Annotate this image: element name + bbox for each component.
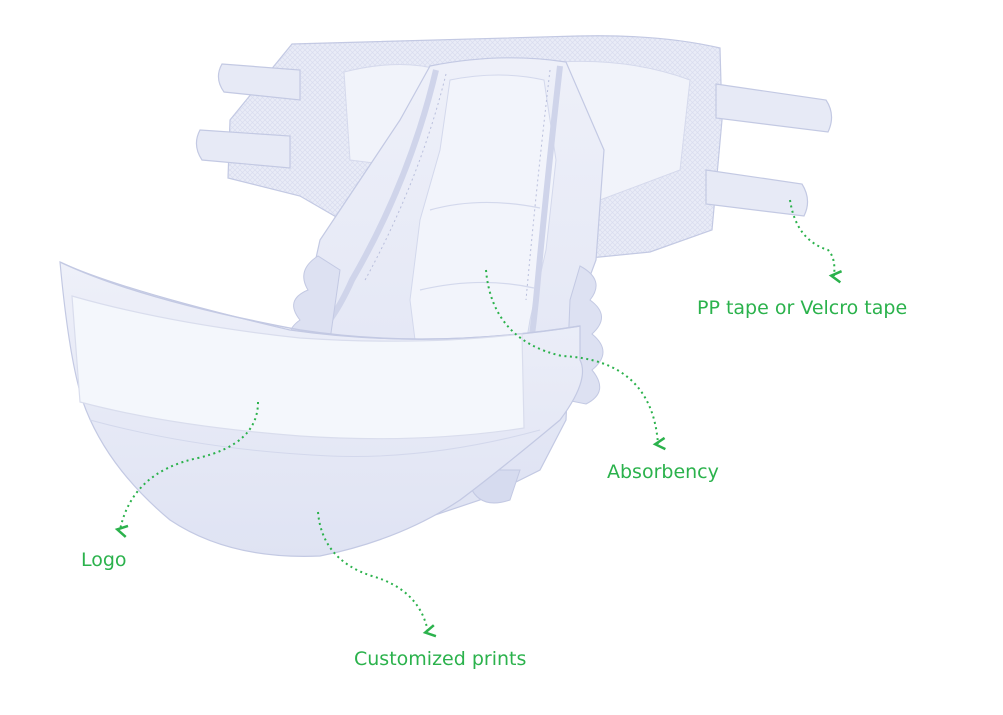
leader-tape [789,199,843,284]
logo-panel [71,295,525,440]
tape-right-bottom [705,169,809,217]
label-logo: Logo [81,549,127,571]
leader-prints [317,511,437,638]
tape-left-top [217,63,301,101]
label-tape: PP tape or Velcro tape [697,297,908,319]
leader-logo [114,401,259,538]
label-customized-prints: Customized prints [354,648,527,670]
tape-left-bottom [195,129,291,169]
label-absorbency: Absorbency [607,461,719,483]
tape-right-top [715,83,833,133]
leader-absorbency [485,269,666,451]
